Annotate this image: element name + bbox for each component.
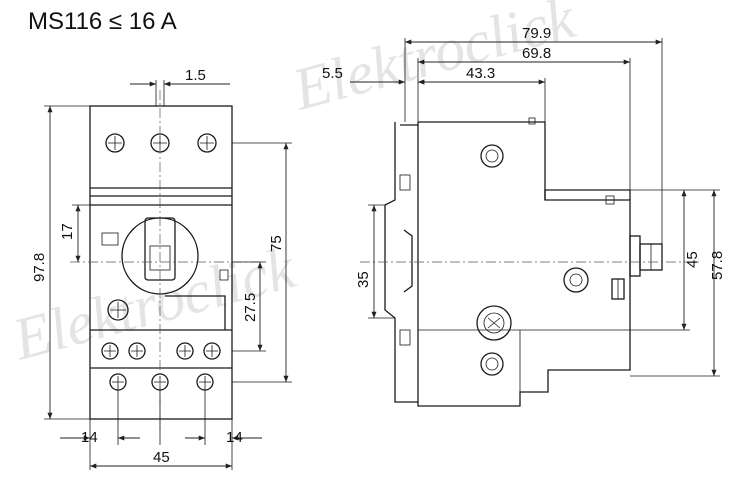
side-dimensions: 79.9 69.8 43.3 5.5 35 45 57.8 [322,25,726,377]
dim-17: 17 [59,223,76,240]
dim-5-5: 5.5 [322,65,343,82]
dim-97-8: 97.8 [31,253,48,282]
dim-45-width: 45 [153,449,170,466]
watermark: Elektroclick Elektroclick [5,0,582,373]
dim-75: 75 [268,235,285,252]
dim-43-3: 43.3 [466,65,495,82]
bottom-terminal-screws [101,342,221,391]
side-setting-dial [563,267,589,293]
dim-1-5: 1.5 [185,67,206,84]
side-body-outline [417,121,631,407]
dim-57-8: 57.8 [709,251,726,280]
front-view [70,90,260,430]
front-body-outline [89,105,233,420]
setting-screw [107,299,129,321]
dim-79-9: 79.9 [522,25,551,42]
dim-14-left: 14 [81,429,98,446]
dim-27-5: 27.5 [242,293,259,322]
side-view [360,117,700,407]
dim-45-side: 45 [684,251,701,268]
diagram-title: MS116 ≤ 16 A [28,8,177,35]
dim-35: 35 [355,271,372,288]
top-terminal-screws [105,133,217,153]
dim-69-8: 69.8 [522,45,551,62]
front-dimensions: 1.5 97.8 17 75 27.5 14 14 45 [31,67,292,470]
dim-14-right: 14 [226,429,243,446]
